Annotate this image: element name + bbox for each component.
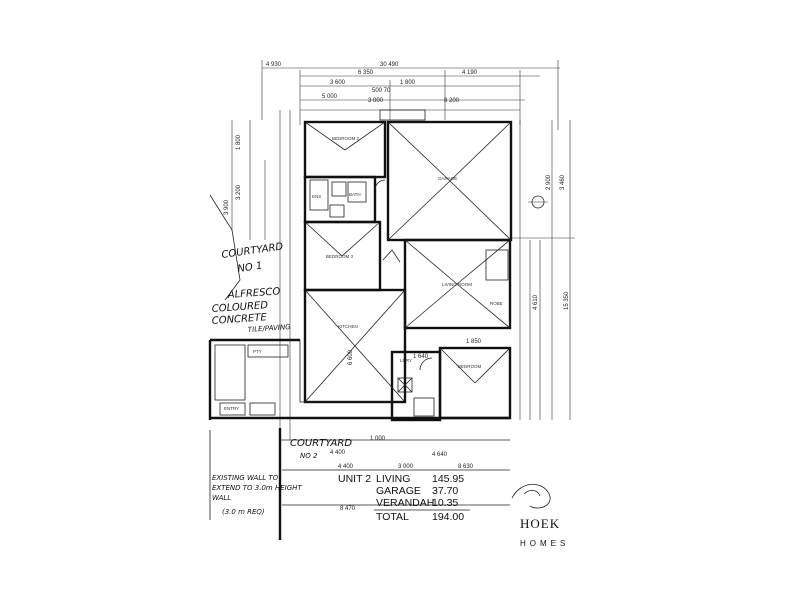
area-table: UNIT 2 LIVING 145.95 GARAGE 37.70 VERAND… (338, 473, 470, 523)
dim-top-c: 3 600 (330, 80, 346, 86)
dim-bottom-g: 8 470 (340, 506, 356, 512)
dim-top-overall: 30 490 (380, 62, 399, 68)
room-label-garage: GARAGE (438, 176, 457, 181)
fixtures (214, 109, 509, 417)
existing-wall-note: EXISTING WALL TO EXTEND TO 3.0m HEIGHT W… (212, 474, 302, 516)
room-label-bath: BATH (349, 192, 361, 197)
room-label-robe: ROBE (490, 301, 503, 306)
dim-bottom-f: 8 630 (458, 464, 474, 470)
courtyard-1-line2: NO 1 (237, 261, 263, 275)
dim-mid-c: 1 850 (466, 339, 482, 345)
room-label-pantry: PTY (253, 349, 262, 354)
room-label-kitchen: KITCHEN (338, 324, 358, 329)
area-row-living-label: LIVING (376, 473, 410, 485)
room-label-bed-top-left: BEDROOM 2 (332, 136, 360, 141)
area-row-total-value: 194.00 (432, 511, 464, 523)
alfresco-line1: ALFRESCO (226, 286, 280, 301)
left-dimension-lines (209, 110, 291, 440)
area-row-total-label: TOTAL (376, 511, 409, 523)
right-dimension-lines (510, 120, 575, 420)
dim-right-a: 2 900 (546, 174, 552, 190)
dim-left-a: 1 800 (236, 134, 242, 150)
dim-top-b: 4 190 (462, 70, 478, 76)
brand-name: HOEK (520, 516, 560, 531)
area-row-verandah-value: 10.35 (432, 497, 458, 509)
dim-bottom-b: 4 400 (330, 450, 346, 456)
courtyard-1-line1: COURTYARD (221, 241, 284, 261)
courtyard-1-note: COURTYARD NO 1 (221, 241, 284, 275)
room-label-entry: ENTRY (224, 406, 239, 411)
area-row-garage-value: 37.70 (432, 485, 458, 497)
room-label-living: LIVING ROOM (442, 282, 472, 287)
existing-line4: (3.0 m REQ) (222, 508, 265, 516)
alfresco-note: ALFRESCO COLOURED CONCRETE TILE/PAVING (211, 286, 291, 334)
brand-sub: HOMES (520, 539, 569, 548)
dim-top-d: 1 800 (400, 80, 416, 86)
existing-line1: EXISTING WALL TO (212, 474, 279, 482)
dim-right-d: 15 350 (564, 291, 570, 310)
courtyard-2-line1: COURTYARD (290, 438, 352, 449)
dim-top-e: 500 70 (372, 88, 391, 94)
alfresco-line2: COLOURED (211, 300, 268, 315)
room-label-ens: ENS (312, 194, 321, 199)
dim-bottom-c: 3 000 (398, 464, 414, 470)
existing-line3: WALL (212, 494, 231, 502)
dim-bottom-a: 1 000 (370, 436, 386, 442)
area-row-garage-label: GARAGE (376, 485, 421, 497)
dim-left-c: 3 900 (224, 199, 230, 215)
alfresco-line4: TILE/PAVING (248, 323, 292, 334)
dim-right-c: 4 610 (533, 294, 539, 310)
courtyard-2-line2: NO 2 (300, 452, 318, 460)
room-label-bed-bottom-right: BEDROOM (458, 364, 482, 369)
alfresco-line3: CONCRETE (211, 312, 267, 327)
hoek-homes-logo: HOEK HOMES (511, 484, 569, 548)
room-label-bed-mid-left: BEDROOM 3 (326, 254, 354, 259)
roof-hip-lines (304, 121, 512, 403)
dim-bottom-d: 4 640 (432, 452, 448, 458)
logo-mark-icon (511, 484, 551, 509)
area-row-living-value: 145.95 (432, 473, 464, 485)
room-label-ldry: LDRY (400, 358, 412, 363)
dim-right-b: 3 460 (560, 174, 566, 190)
building-walls (208, 120, 513, 540)
dim-top-a: 6 350 (358, 70, 374, 76)
area-table-unit: UNIT 2 (338, 473, 371, 485)
dim-left-b: 3 200 (236, 184, 242, 200)
dim-bottom-e: 4 400 (338, 464, 354, 470)
dim-top-f: 5 000 (322, 94, 338, 100)
dim-mid-b: 1 640 (413, 354, 429, 360)
dim-top-left: 4 930 (266, 62, 282, 68)
dim-mid-a: 6 600 (348, 349, 354, 365)
courtyard-2-note: COURTYARD NO 2 (290, 438, 352, 460)
dim-top-g: 3 000 (368, 98, 384, 104)
top-dimension-lines (261, 60, 560, 130)
dim-top-h: 8 200 (444, 98, 460, 104)
existing-line2: EXTEND TO 3.0m HEIGHT (212, 484, 302, 492)
area-row-verandah-label: VERANDAH (376, 497, 434, 509)
